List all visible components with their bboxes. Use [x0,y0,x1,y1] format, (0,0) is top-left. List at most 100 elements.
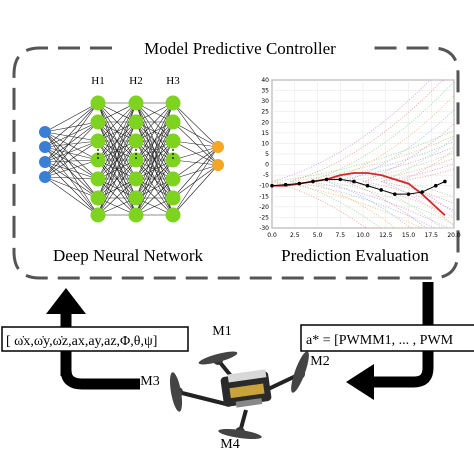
prediction-trace [271,181,454,229]
prediction-trace [326,95,455,182]
prediction-trace [381,136,455,182]
nn-connection [44,159,99,163]
input-node [39,126,51,138]
neural-network [39,95,224,223]
prediction-trace [362,181,454,229]
series-point [406,192,411,196]
output-node [212,141,224,153]
prediction-trace [344,152,455,182]
motor-label-m2: M2 [310,354,329,369]
series-point [311,179,315,184]
x-tick-label: 0.0 [267,232,277,239]
h2-node [128,152,144,168]
nn-connection [97,178,137,216]
nn-connection [44,176,99,216]
prediction-trace [381,163,455,182]
h1-node [90,95,106,111]
prediction-trace [290,135,455,182]
prediction-trace [326,146,455,182]
h1-node [90,171,106,187]
y-tick-label: 0 [265,162,269,169]
motor-label-m1: M1 [212,324,231,339]
prediction-trace [271,130,455,182]
prediction-trace [308,141,455,182]
series-point [365,183,370,188]
nn-connection [97,102,137,142]
nn-connection [97,140,137,199]
output-vector-box [300,324,474,352]
nn-connection [135,178,174,216]
prediction-evaluation-label: Prediction Evaluation [281,246,429,265]
prediction-trace [326,181,455,225]
nn-connection [172,140,219,166]
nn-ellipsis-dot [172,153,174,155]
series-point [434,183,438,188]
y-tick-label: -25 [259,214,269,221]
nn-ellipsis-dot [97,153,99,155]
nn-connection [44,140,99,178]
y-tick-label: 20 [261,119,269,126]
prediction-trace [290,181,454,229]
x-tick-label: 12.5 [379,232,393,239]
h2-node [128,95,144,111]
propeller-m3 [169,372,183,412]
motor-label-m3: M3 [140,374,159,389]
series-point [393,192,397,196]
output-vector-text: a* = [PWMM1, ... , PWM [306,333,454,348]
nn-connection [172,146,219,161]
x-tick-label: 2.5 [290,232,300,239]
nn-connection [44,146,99,161]
y-tick-label: -15 [259,193,269,200]
nn-ellipsis-dot [135,153,137,155]
series-point [379,188,384,192]
nn-connection [135,102,174,142]
nn-connection [44,102,99,178]
drone-deck [235,398,263,408]
nn-connection [44,102,99,133]
nn-connection [44,140,99,148]
y-tick-label: 35 [261,88,269,95]
nn-connection [135,140,174,216]
nn-connection [44,121,99,148]
nn-connection [135,159,174,216]
feedback-arrow-head [46,288,86,314]
prediction-trace [381,181,455,204]
x-tick-label: 17.5 [425,232,439,239]
prediction-fan [271,79,455,229]
y-tick-label: -30 [259,225,269,232]
nn-connection [44,131,99,142]
drone-battery [227,369,267,383]
nn-connection [97,102,137,180]
y-tick-label: 10 [261,140,269,147]
propeller-m4 [218,428,262,440]
nn-connection [44,121,99,133]
propeller-m1 [198,351,238,365]
nn-connection [172,146,219,199]
prediction-trace [381,181,455,227]
input-node [39,156,51,168]
prediction-trace [399,181,455,198]
nn-ellipsis-dot [172,149,174,151]
h1-node [90,207,106,223]
quadcopter-drone [169,351,309,440]
nn-connection [44,131,99,161]
input-node [39,141,51,153]
controller-dashed-box [12,46,460,280]
nn-connection [135,121,174,199]
x-tick-label: 20.0 [447,232,461,239]
nn-connection [97,121,137,199]
feedback-arrow-base [60,369,140,390]
nn-connection [135,102,174,161]
x-tick-label: 5.0 [313,232,323,239]
layer-label-h1: H1 [91,75,104,87]
h2-node [128,207,144,223]
nn-ellipsis-dot [172,157,174,159]
series-point [338,177,343,182]
series-point [324,177,329,182]
nn-connection [172,159,219,166]
control-arrow-shaft [372,282,434,388]
x-tick-label: 10.0 [356,232,370,239]
nn-connection [97,159,137,199]
drone-arm-m3 [177,390,231,407]
h3-node [165,152,181,168]
